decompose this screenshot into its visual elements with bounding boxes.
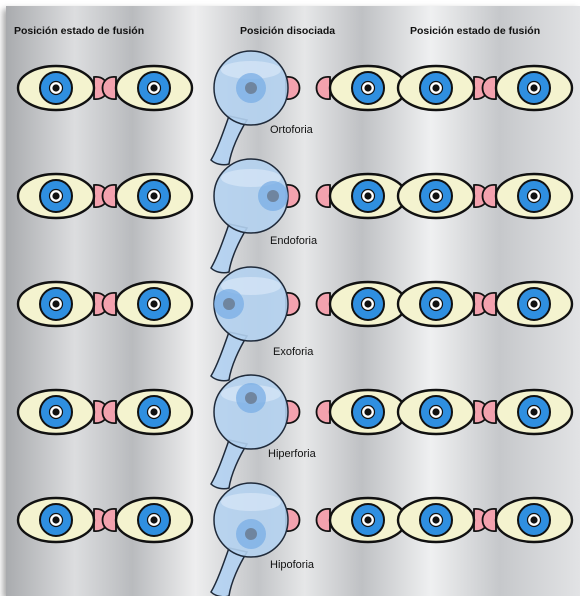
eye-icon (18, 174, 94, 218)
occluder-highlight (221, 493, 281, 511)
eye-row (18, 159, 572, 273)
nose-shape-left (103, 401, 117, 423)
pupil (364, 192, 371, 199)
eye-icon (398, 282, 474, 326)
row-label-exoforia: Exoforia (273, 346, 313, 359)
pupil (530, 516, 537, 523)
pupil (364, 516, 371, 523)
deviated-pupil (245, 392, 257, 404)
eye-icon (330, 282, 406, 326)
eye-icon (116, 282, 192, 326)
occluder-paddle-icon (211, 267, 288, 381)
eye-icon (18, 498, 94, 542)
eye-icon (398, 174, 474, 218)
nose-shape-left (103, 509, 117, 531)
occluder-paddle-icon (211, 159, 288, 273)
nose-shape-left (483, 185, 497, 207)
pupil (432, 408, 439, 415)
eye-icon (330, 498, 406, 542)
row-label-endoforia: Endoforia (270, 235, 317, 248)
deviated-pupil (223, 298, 235, 310)
row-label-hiperforia: Hiperforia (268, 448, 316, 461)
pupil (52, 408, 59, 415)
occluder-paddle-icon (211, 375, 288, 489)
pupil (150, 192, 157, 199)
eye-icon (116, 66, 192, 110)
eye-row (18, 375, 572, 489)
pupil (364, 408, 371, 415)
nose-shape-left (483, 293, 497, 315)
eye-icon (18, 66, 94, 110)
nose-shape-left (103, 293, 117, 315)
eye-icon (18, 282, 94, 326)
occluder-paddle-icon (211, 51, 288, 165)
eye-icon (116, 390, 192, 434)
pupil (432, 300, 439, 307)
eye-row (18, 51, 572, 165)
eye-row (18, 267, 572, 381)
pupil (530, 408, 537, 415)
pupil (432, 84, 439, 91)
pupil (52, 516, 59, 523)
nose-shape-left (317, 509, 331, 531)
deviated-pupil (245, 528, 257, 540)
pupil (150, 408, 157, 415)
row-label-ortoforia: Ortoforia (270, 124, 313, 137)
nose-shape-left (317, 77, 331, 99)
nose-shape-left (483, 77, 497, 99)
eye-icon (116, 498, 192, 542)
eye-icon (398, 390, 474, 434)
nose-shape-left (483, 401, 497, 423)
pupil (432, 516, 439, 523)
pupil (150, 84, 157, 91)
nose-shape-left (103, 185, 117, 207)
pupil (432, 192, 439, 199)
eye-icon (330, 174, 406, 218)
eye-icon (496, 390, 572, 434)
nose-shape-left (317, 185, 331, 207)
eye-row (18, 483, 572, 596)
pupil (52, 84, 59, 91)
pupil (150, 516, 157, 523)
eye-icon (496, 498, 572, 542)
eye-icon (496, 66, 572, 110)
eye-icon (330, 66, 406, 110)
eye-icon (398, 66, 474, 110)
eye-icon (116, 174, 192, 218)
nose-shape-left (317, 293, 331, 315)
pupil (530, 300, 537, 307)
deviated-pupil (245, 82, 257, 94)
pupil (530, 192, 537, 199)
eye-icon (330, 390, 406, 434)
deviated-pupil (267, 190, 279, 202)
pupil (364, 300, 371, 307)
pupil (52, 192, 59, 199)
eye-icon (496, 174, 572, 218)
occluder-paddle-icon (211, 483, 288, 596)
eye-icon (496, 282, 572, 326)
nose-shape-left (317, 401, 331, 423)
eye-icon (18, 390, 94, 434)
eye-icon (398, 498, 474, 542)
pupil (530, 84, 537, 91)
pupil (150, 300, 157, 307)
nose-shape-left (103, 77, 117, 99)
row-label-hipoforia: Hipoforia (270, 559, 314, 572)
pupil (364, 84, 371, 91)
nose-shape-left (483, 509, 497, 531)
pupil (52, 300, 59, 307)
